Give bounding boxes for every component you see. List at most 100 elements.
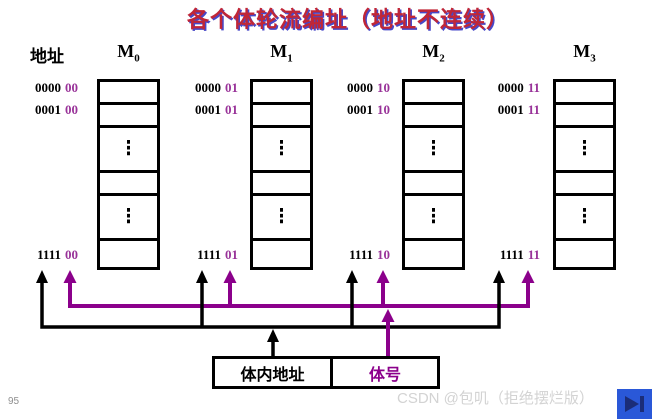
- address-label: 1111 10: [332, 247, 390, 263]
- bank-label-subscript: 3: [590, 52, 596, 65]
- address-prefix: 0000: [497, 80, 524, 95]
- address-prefix: 0001: [497, 102, 524, 117]
- memory-cell: [405, 82, 462, 105]
- memory-cell: [405, 105, 462, 128]
- address-suffix: 01: [225, 80, 238, 95]
- memory-cell: [253, 241, 310, 267]
- address-prefix: 1111: [197, 247, 221, 262]
- address-label: 0001 01: [180, 102, 238, 118]
- vertical-ellipsis: ⋮: [273, 204, 290, 228]
- address-label: 1111 00: [20, 247, 78, 263]
- vertical-ellipsis: ⋮: [576, 136, 593, 160]
- memory-cell: ⋮: [100, 128, 157, 173]
- vertical-ellipsis: ⋮: [120, 204, 137, 228]
- vertical-ellipsis: ⋮: [425, 204, 442, 228]
- address-prefix: 0001: [35, 102, 61, 117]
- address-suffix: 00: [65, 102, 78, 117]
- memory-cell: ⋮: [405, 128, 462, 173]
- memory-bank-column-m1: ⋮ ⋮: [250, 79, 313, 270]
- arrowhead-black-m2: [346, 270, 358, 283]
- arrowhead-purple-m2: [376, 270, 390, 283]
- address-prefix: 1111: [37, 247, 61, 262]
- vertical-ellipsis: ⋮: [120, 136, 137, 160]
- address-column-header: 地址: [30, 47, 64, 66]
- address-prefix: 1111: [499, 247, 524, 262]
- memory-cell: ⋮: [556, 128, 613, 173]
- memory-bank-column-m0: ⋮ ⋮: [97, 79, 160, 270]
- bank-label-m0: M0: [97, 41, 160, 65]
- bank-label-text: M: [573, 41, 591, 61]
- page-number: 95: [8, 396, 20, 407]
- arrowhead-purple-m0: [63, 270, 77, 283]
- address-suffix: 10: [377, 102, 390, 117]
- vertical-ellipsis: ⋮: [425, 136, 442, 160]
- vertical-ellipsis: ⋮: [576, 204, 593, 228]
- address-suffix: 01: [225, 102, 238, 117]
- slide-title: 各个体轮流编址（地址不连续）: [186, 7, 509, 32]
- memory-cell: ⋮: [405, 196, 462, 241]
- arrowhead-feed-black: [267, 329, 279, 342]
- memory-bank-column-m2: ⋮ ⋮: [402, 79, 465, 270]
- address-prefix: 1111: [349, 247, 373, 262]
- arrowhead-black-m3: [493, 270, 505, 283]
- memory-bank-column-m3: ⋮ ⋮: [553, 79, 616, 270]
- memory-cell: [556, 173, 613, 196]
- address-prefix: 0000: [35, 80, 61, 95]
- address-register-box: 体内地址 体号: [212, 356, 440, 389]
- address-label: 0001 00: [20, 102, 78, 118]
- memory-cell: [100, 105, 157, 128]
- memory-cell: [100, 241, 157, 267]
- memory-cell: [405, 173, 462, 196]
- bank-number-field: 体号: [368, 366, 401, 384]
- address-suffix: 11: [527, 102, 540, 117]
- memory-cell: [556, 82, 613, 105]
- address-suffix: 10: [377, 247, 390, 262]
- csdn-watermark: CSDN @包叽（拒绝摆烂版）: [397, 390, 594, 407]
- memory-cell: [556, 241, 613, 267]
- arrowhead-black-m0: [36, 270, 48, 283]
- next-slide-icon: [625, 396, 644, 412]
- address-suffix: 11: [527, 80, 540, 95]
- arrowhead-purple-m1: [223, 270, 237, 283]
- bank-label-subscript: 1: [287, 52, 293, 65]
- memory-cell: [253, 173, 310, 196]
- bank-label-m2: M2: [402, 41, 465, 65]
- bank-label-subscript: 0: [134, 52, 140, 65]
- memory-cell: [253, 105, 310, 128]
- memory-cell: [556, 105, 613, 128]
- next-slide-button[interactable]: [617, 389, 652, 419]
- arrowhead-black-m1: [196, 270, 208, 283]
- address-suffix: 01: [225, 247, 238, 262]
- memory-cell: [253, 82, 310, 105]
- memory-cell: ⋮: [100, 196, 157, 241]
- vertical-ellipsis: ⋮: [273, 136, 290, 160]
- bank-label-subscript: 2: [439, 52, 445, 65]
- memory-cell: [100, 82, 157, 105]
- within-bank-address-field: 体内地址: [215, 359, 333, 386]
- address-suffix: 10: [377, 80, 390, 95]
- bank-label-text: M: [270, 41, 288, 61]
- bank-label-text: M: [422, 41, 440, 61]
- memory-cell: [100, 173, 157, 196]
- bank-number-bus-line: [68, 281, 530, 308]
- bank-label-text: M: [117, 41, 135, 61]
- memory-cell: ⋮: [253, 128, 310, 173]
- arrowhead-feed-purple: [381, 309, 395, 322]
- address-label: 0000 01: [180, 80, 238, 96]
- arrowhead-purple-m3: [521, 270, 535, 283]
- address-prefix: 0000: [195, 80, 221, 95]
- bank-label-m1: M1: [250, 41, 313, 65]
- memory-cell: [405, 241, 462, 267]
- address-prefix: 0001: [195, 102, 221, 117]
- memory-cell: ⋮: [556, 196, 613, 241]
- address-suffix: 00: [65, 247, 78, 262]
- memory-cell: ⋮: [253, 196, 310, 241]
- address-suffix: 00: [65, 80, 78, 95]
